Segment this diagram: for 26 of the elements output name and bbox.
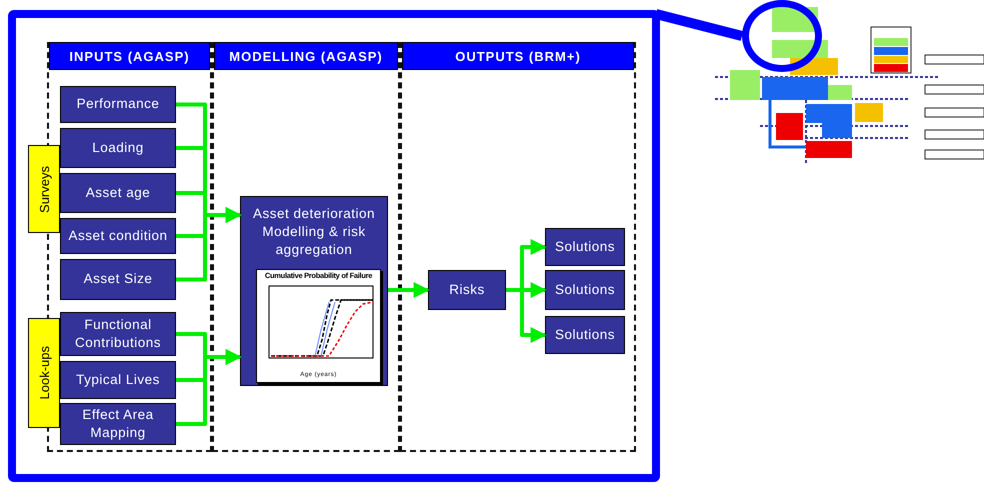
process-box: Performance bbox=[60, 86, 176, 123]
box-title: Asset deterioration Modelling & risk aggregation bbox=[252, 205, 376, 260]
arrow bbox=[176, 349, 242, 426]
output-box: Solutions bbox=[545, 228, 625, 266]
process-box: Asset age bbox=[60, 173, 176, 213]
output-box: Solutions bbox=[545, 316, 625, 354]
column-panel bbox=[212, 42, 400, 452]
arrow bbox=[388, 282, 430, 298]
process-box: Asset condition bbox=[60, 218, 176, 254]
frame-panel bbox=[8, 10, 660, 482]
column-header: INPUTS (AGASP) bbox=[49, 42, 210, 70]
category-band: Surveys bbox=[28, 145, 60, 233]
category-band: Look-ups bbox=[28, 318, 60, 428]
output-box: Solutions bbox=[545, 270, 625, 310]
process-box bbox=[240, 196, 388, 386]
process-box: Typical Lives bbox=[60, 361, 176, 399]
arrow bbox=[176, 207, 242, 282]
column-header: MODELLING (AGASP) bbox=[214, 42, 398, 70]
process-box: Risks bbox=[428, 270, 506, 310]
process-box: Functional Contributions bbox=[60, 312, 176, 356]
highlight-circle bbox=[742, 0, 822, 72]
process-box: Asset Size bbox=[60, 259, 176, 300]
process-box: Effect Area Mapping bbox=[60, 403, 176, 445]
column-panel bbox=[400, 42, 636, 452]
column-header: OUTPUTS (BRM+) bbox=[402, 42, 634, 70]
process-box: Loading bbox=[60, 128, 176, 168]
